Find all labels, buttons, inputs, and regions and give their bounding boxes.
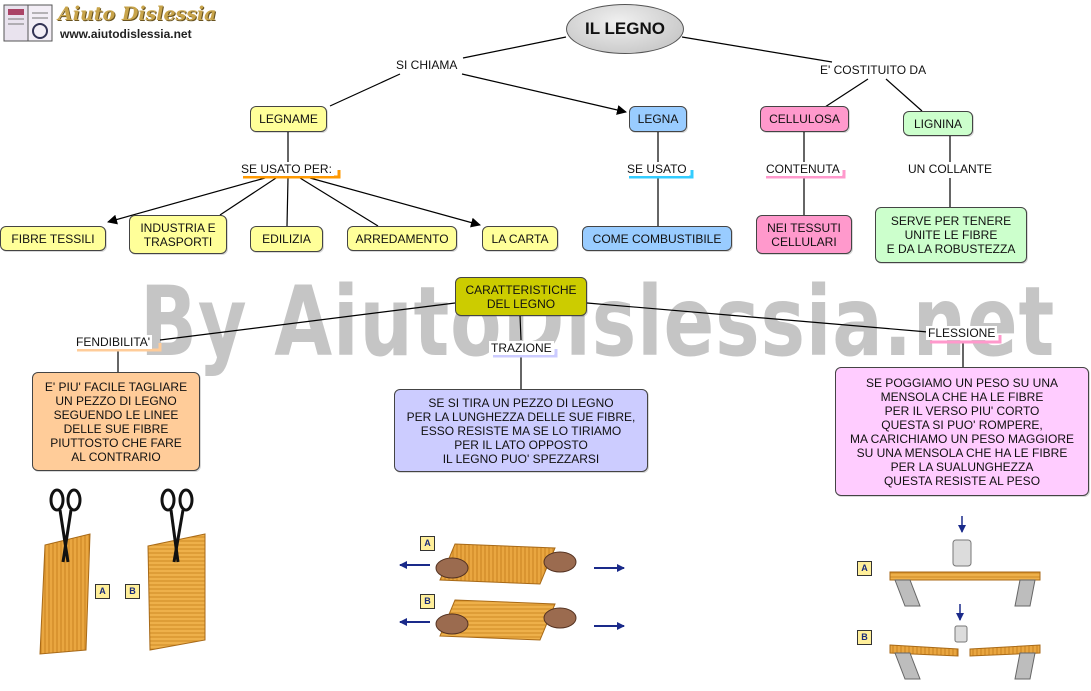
node-legna: LEGNA	[629, 106, 687, 132]
line-title-costituito	[681, 36, 833, 63]
node-fibre-tessili: FIBRE TESSILI	[0, 226, 106, 251]
node-edilizia: EDILIZIA	[250, 226, 323, 252]
node-lignina: LIGNINA	[903, 111, 973, 136]
label-se-usato-per: SE USATO PER:	[239, 162, 334, 176]
line-costituito-cellulosa	[824, 78, 869, 108]
line-sichiama-legname	[329, 73, 401, 107]
node-la-carta: LA CARTA	[482, 226, 558, 251]
label-un-collante: UN COLLANTE	[906, 162, 995, 176]
node-serve-per-tenere: SERVE PER TENERE UNITE LE FIBRE E DA LA …	[875, 207, 1027, 263]
node-caratteristiche-del-legno: CARATTERISTICHE DEL LEGNO	[455, 277, 587, 316]
line-costituito-lignina	[885, 78, 923, 112]
node-industria-trasporti: INDUSTRIA E TRASPORTI	[129, 215, 227, 254]
node-come-combustibile: COME COMBUSTIBILE	[582, 226, 732, 251]
node-trazione-description: SE SI TIRA UN PEZZO DI LEGNO PER LA LUNG…	[394, 389, 648, 472]
label-contenuta: CONTENUTA	[764, 162, 842, 176]
node-flessione-description: SE POGGIAMO UN PESO SU UNA MENSOLA CHE H…	[835, 367, 1089, 496]
line-seusatoper-industria	[219, 177, 277, 216]
label-si-chiama: SI CHIAMA	[394, 58, 460, 72]
tag-trazione-a: A	[420, 536, 435, 551]
line-caratt-fendibilita	[159, 302, 456, 341]
tag-fendibilita-b: B	[125, 584, 140, 599]
tag-fendibilita-a: A	[95, 584, 110, 599]
logo-name: Aiuto Dislessia	[58, 3, 217, 25]
line-caratt-flessione	[586, 302, 929, 333]
node-arredamento: ARREDAMENTO	[347, 226, 457, 251]
line-seusatoper-carta	[309, 177, 481, 228]
node-legname: LEGNAME	[250, 106, 327, 132]
label-fendibilita: FENDIBILITA'	[74, 335, 153, 349]
node-fendibilita-description: E' PIU' FACILE TAGLIARE UN PEZZO DI LEGN…	[32, 372, 200, 471]
line-seusatoper-fibre	[107, 177, 266, 225]
tag-trazione-b: B	[420, 594, 435, 609]
aiutodislessia-logo[interactable]: Aiuto Dislessia www.aiutodislessia.net	[0, 0, 216, 46]
node-cellulosa: CELLULOSA	[760, 106, 849, 132]
logo-url[interactable]: www.aiutodislessia.net	[60, 27, 192, 41]
label-trazione: TRAZIONE	[489, 341, 554, 355]
node-nei-tessuti-cellulari: NEI TESSUTI CELLULARI	[756, 215, 852, 254]
line-sichiama-legna	[461, 73, 627, 115]
label-se-usato: SE USATO	[625, 162, 689, 176]
line-title-sichiama	[462, 36, 567, 59]
line-caratt-trazione	[519, 314, 522, 341]
tag-flessione-b: B	[857, 630, 872, 645]
watermark: By AiutoDislessia.net	[140, 266, 1056, 378]
map-title: IL LEGNO	[566, 4, 684, 54]
line-seusatoper-arredamento	[299, 177, 379, 227]
book-icon	[3, 4, 53, 42]
line-seusatoper-edilizia	[286, 177, 289, 227]
label-flessione: FLESSIONE	[926, 326, 998, 340]
tag-flessione-a: A	[857, 561, 872, 576]
label-costituito-da: E' COSTITUITO DA	[818, 63, 929, 77]
